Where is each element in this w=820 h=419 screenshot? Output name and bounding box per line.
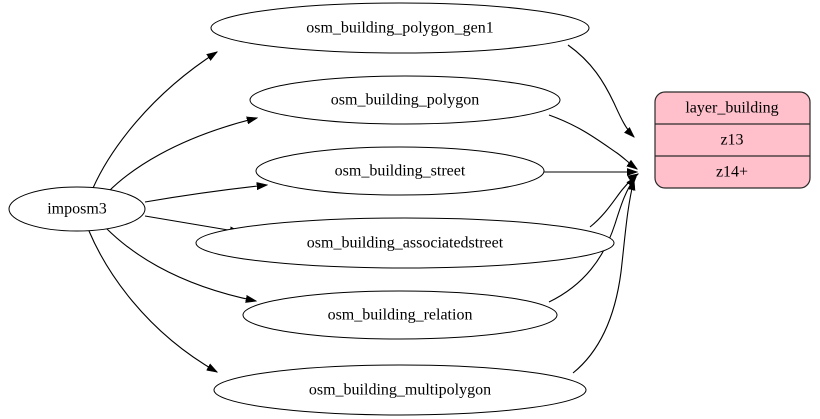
node-osm-building-street[interactable]: osm_building_street bbox=[255, 146, 545, 196]
node-osm-building-associatedstreet-label: osm_building_associatedstreet bbox=[307, 235, 504, 252]
node-imposm3[interactable]: imposm3 bbox=[8, 186, 146, 232]
edge-osm-building-associatedstreet-to-layer-z14plus bbox=[589, 174, 638, 228]
node-layer-building-shape[interactable] bbox=[654, 91, 811, 189]
node-osm-building-polygon-shape[interactable] bbox=[249, 75, 561, 125]
node-osm-building-relation[interactable]: osm_building_relation bbox=[242, 290, 558, 340]
node-osm-building-street-label: osm_building_street bbox=[335, 163, 466, 180]
layer-building-title: layer_building bbox=[685, 100, 778, 117]
node-osm-building-multipolygon[interactable]: osm_building_multipolygon bbox=[213, 364, 587, 416]
node-osm-building-relation-shape[interactable] bbox=[242, 290, 558, 340]
edge-osm-building-relation-to-layer-z14plus bbox=[548, 177, 636, 303]
edge-group-imposm3-to-tables bbox=[88, 52, 267, 372]
edge-group-tables-to-layer bbox=[543, 44, 638, 374]
node-osm-building-street-shape[interactable] bbox=[255, 146, 545, 196]
node-imposm3-label: imposm3 bbox=[47, 201, 107, 218]
edge-imposm3-to-osm-building-relation bbox=[105, 227, 256, 301]
node-osm-building-polygon-gen1[interactable]: osm_building_polygon_gen1 bbox=[210, 2, 590, 54]
edge-osm-building-polygon-to-layer-z14plus bbox=[548, 114, 637, 169]
edge-osm-building-polygon-gen1-to-layer-z13 bbox=[567, 44, 634, 137]
node-osm-building-polygon-gen1-label: osm_building_polygon_gen1 bbox=[306, 20, 494, 37]
node-osm-building-relation-label: osm_building_relation bbox=[328, 307, 473, 324]
layer-building-row-z13[interactable]: z13 bbox=[720, 132, 743, 149]
node-osm-building-multipolygon-shape[interactable] bbox=[213, 364, 587, 416]
node-osm-building-polygon[interactable]: osm_building_polygon bbox=[249, 75, 561, 125]
edge-imposm3-to-osm-building-polygon bbox=[107, 118, 257, 193]
node-osm-building-associatedstreet-shape[interactable] bbox=[195, 217, 615, 269]
edge-imposm3-to-osm-building-multipolygon bbox=[88, 230, 217, 372]
node-layer-building[interactable]: layer_building z13 z14+ bbox=[654, 91, 811, 189]
node-osm-building-associatedstreet[interactable]: osm_building_associatedstreet bbox=[195, 217, 615, 269]
node-osm-building-polygon-label: osm_building_polygon bbox=[331, 92, 479, 109]
layer-building-row-z14plus[interactable]: z14+ bbox=[716, 164, 748, 181]
node-osm-building-multipolygon-label: osm_building_multipolygon bbox=[309, 382, 491, 399]
edge-imposm3-to-osm-building-polygon-gen1 bbox=[92, 52, 217, 189]
node-osm-building-polygon-gen1-shape[interactable] bbox=[210, 2, 590, 54]
edge-imposm3-to-osm-building-street bbox=[144, 185, 267, 203]
node-imposm3-shape[interactable] bbox=[8, 186, 146, 232]
edge-osm-building-multipolygon-to-layer-z14plus bbox=[572, 180, 634, 374]
